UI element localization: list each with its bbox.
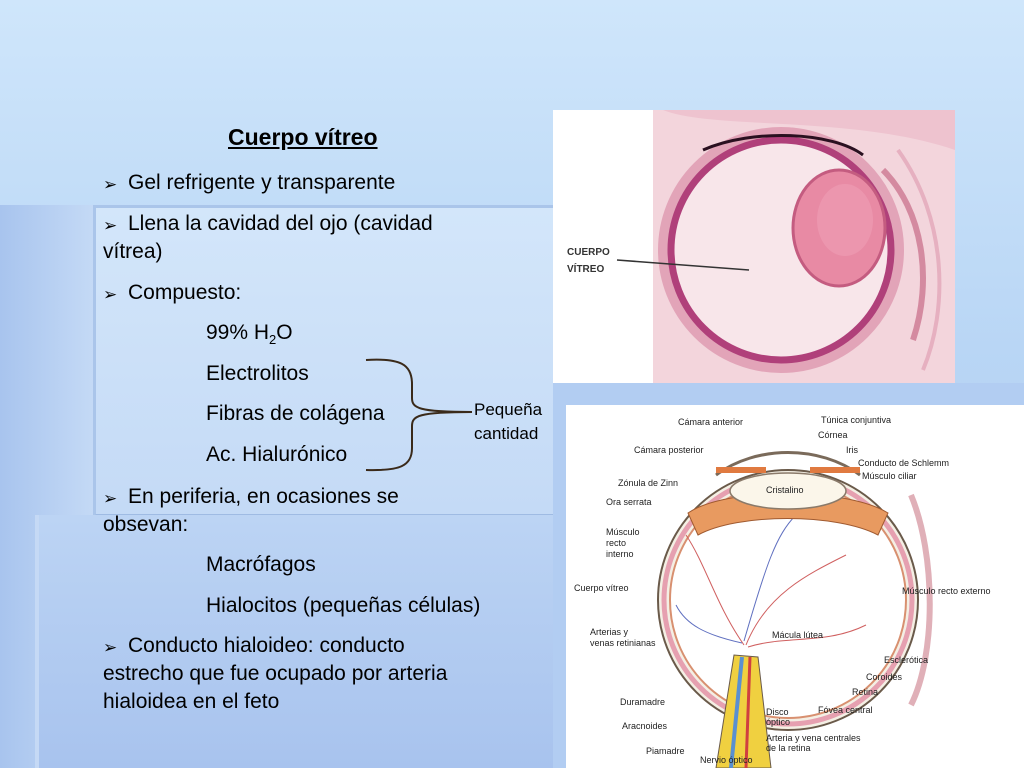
micrograph-label-line1: CUERPO xyxy=(567,247,610,258)
histology-micrograph: CUERPO VÍTREO xyxy=(553,110,955,383)
bullet-llena-line1: Llena la cavidad del ojo (cavidad xyxy=(128,212,433,235)
label-musculo-recto-interno-1: Músculo xyxy=(606,527,640,537)
label-iris: Iris xyxy=(846,445,858,455)
bullet-arrow-icon: ➢ xyxy=(103,175,118,194)
label-conducto-schlemm: Conducto de Schlemm xyxy=(858,458,949,468)
bullet-conducto-line2: estrecho que fue ocupado por arteria xyxy=(103,662,448,685)
label-musculo-recto-interno-2: recto xyxy=(606,538,626,548)
bullet-periferia-line2: obsevan: xyxy=(103,513,189,536)
eye-diagram-image: Cámara anterior Túnica conjuntiva Córnea… xyxy=(574,415,991,768)
micrograph-image: CUERPO VÍTREO xyxy=(553,110,955,383)
label-tunica-conjuntiva: Túnica conjuntiva xyxy=(821,415,891,425)
composition-fibras: Fibras de colágena xyxy=(206,402,385,425)
label-arterias-venas-1: Arterias y xyxy=(590,627,629,637)
label-musculo-ciliar: Músculo ciliar xyxy=(862,471,917,481)
bullet-gel: Gel refrigente y transparente xyxy=(128,171,396,194)
label-cornea: Córnea xyxy=(818,430,848,440)
label-camara-anterior: Cámara anterior xyxy=(678,417,743,427)
bullet-periferia-line1: En periferia, en ocasiones se xyxy=(128,485,399,508)
label-fovea-central: Fóvea central xyxy=(818,705,873,715)
label-disco-optico-1: Disco xyxy=(766,707,789,717)
label-duramadre: Duramadre xyxy=(620,697,665,707)
label-nervio-optico: Nervio óptico xyxy=(700,755,753,765)
bullet-conducto-line1: Conducto hialoideo: conducto xyxy=(128,634,405,657)
bullet-arrow-icon: ➢ xyxy=(103,285,118,304)
label-ora-serrata: Ora serrata xyxy=(606,497,652,507)
label-musculo-recto-interno-3: interno xyxy=(606,549,634,559)
bullet-conducto-line3: hialoidea en el feto xyxy=(103,690,280,713)
label-arteria-vena-1: Arteria y vena centrales xyxy=(766,733,861,743)
bullet-llena-line2: vítrea) xyxy=(103,240,163,263)
label-cuerpo-vitreo: Cuerpo vítreo xyxy=(574,583,629,593)
bullet-compuesto: Compuesto: xyxy=(128,281,242,304)
label-esclerotica: Esclerótica xyxy=(884,655,928,665)
small-quantity-note: Pequeña cantidad xyxy=(474,400,543,443)
composition-electrolitos: Electrolitos xyxy=(206,362,309,385)
cell-hialocitos: Hialocitos (pequeñas células) xyxy=(206,594,481,617)
bullet-arrow-icon: ➢ xyxy=(103,638,118,657)
label-musculo-recto-externo: Músculo recto externo xyxy=(902,586,991,596)
label-arteria-vena-2: de la retina xyxy=(766,743,811,753)
label-cristalino: Cristalino xyxy=(766,485,804,495)
label-aracnoides: Aracnoides xyxy=(622,721,668,731)
cell-macrofagos: Macrófagos xyxy=(206,553,316,576)
composition-acido-hialuronico: Ac. Hialurónico xyxy=(206,443,348,466)
label-retina: Retina xyxy=(852,687,878,697)
label-coroides: Coroides xyxy=(866,672,903,682)
label-disco-optico-2: óptico xyxy=(766,717,790,727)
label-camara-posterior: Cámara posterior xyxy=(634,445,704,455)
brace-connector xyxy=(365,358,473,472)
bullet-arrow-icon: ➢ xyxy=(103,216,118,235)
label-arterias-venas-2: venas retinianas xyxy=(590,638,656,648)
eye-anatomy-diagram: Cámara anterior Túnica conjuntiva Córnea… xyxy=(566,405,1024,768)
bullet-arrow-icon: ➢ xyxy=(103,489,118,508)
composition-water: 99% H2O xyxy=(206,321,293,348)
label-piamadre: Piamadre xyxy=(646,746,685,756)
background-band-lower xyxy=(35,515,555,768)
slide-title: Cuerpo vítreo xyxy=(228,124,378,150)
background-band-middle xyxy=(93,205,553,517)
label-macula-lutea: Mácula lútea xyxy=(772,630,823,640)
label-zonula-zinn: Zónula de Zinn xyxy=(618,478,678,488)
micrograph-label-line2: VÍTREO xyxy=(567,262,604,275)
